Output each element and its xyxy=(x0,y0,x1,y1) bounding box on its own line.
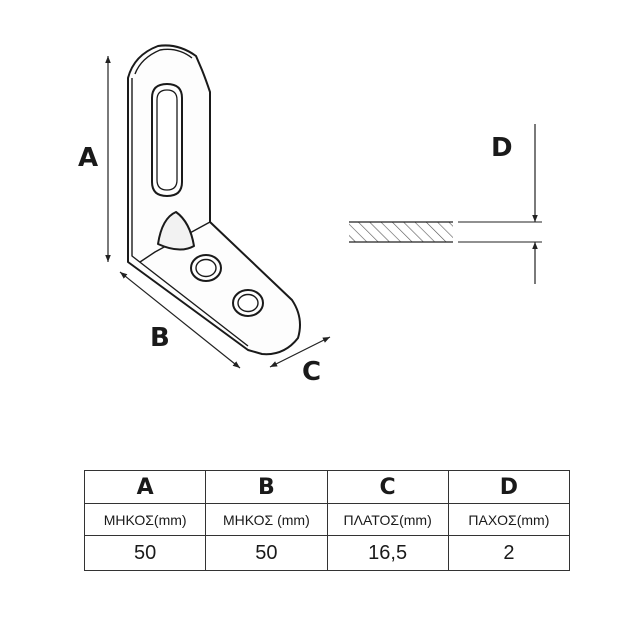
dimension-a-label: A xyxy=(78,143,98,173)
mounting-hole-1 xyxy=(190,254,222,282)
table-row-letters: A B C D xyxy=(83,470,571,504)
dimension-c xyxy=(269,336,331,368)
thickness-section xyxy=(349,221,542,243)
col-b-value: 50 xyxy=(205,535,328,571)
dimension-b xyxy=(119,271,241,369)
col-a-value: 50 xyxy=(83,535,207,571)
col-b-letter: B xyxy=(205,470,328,504)
dimension-c-label: C xyxy=(302,357,321,387)
col-b-caption: ΜΗΚΟΣ (mm) xyxy=(205,503,328,536)
bracket-bend-line xyxy=(139,221,211,263)
table-row-captions: ΜΗΚΟΣ(mm) ΜΗΚΟΣ (mm) ΠΛΑΤΟΣ(mm) ΠΑΧΟΣ(mm… xyxy=(83,503,571,536)
angle-bracket-drawing xyxy=(127,44,301,356)
vertical-slot xyxy=(151,83,183,197)
dimension-b-label: B xyxy=(150,323,170,353)
col-c-caption: ΠΛΑΤΟΣ(mm) xyxy=(326,503,449,536)
dimension-d-label: D xyxy=(491,133,513,163)
col-c-value: 16,5 xyxy=(326,535,449,571)
col-d-letter: D xyxy=(447,470,571,504)
col-d-value: 2 xyxy=(447,535,571,571)
col-a-caption: ΜΗΚΟΣ(mm) xyxy=(83,503,207,536)
col-a-letter: A xyxy=(83,470,207,504)
specs-table: A B C D ΜΗΚΟΣ(mm) ΜΗΚΟΣ (mm) ΠΛΑΤΟΣ(mm) … xyxy=(83,470,571,571)
col-c-letter: C xyxy=(326,470,449,504)
table-row-values: 50 50 16,5 2 xyxy=(83,535,571,571)
mounting-hole-2 xyxy=(232,289,264,317)
col-d-caption: ΠΑΧΟΣ(mm) xyxy=(447,503,571,536)
hatched-section xyxy=(349,222,453,242)
reinforcement-rib xyxy=(157,211,195,251)
